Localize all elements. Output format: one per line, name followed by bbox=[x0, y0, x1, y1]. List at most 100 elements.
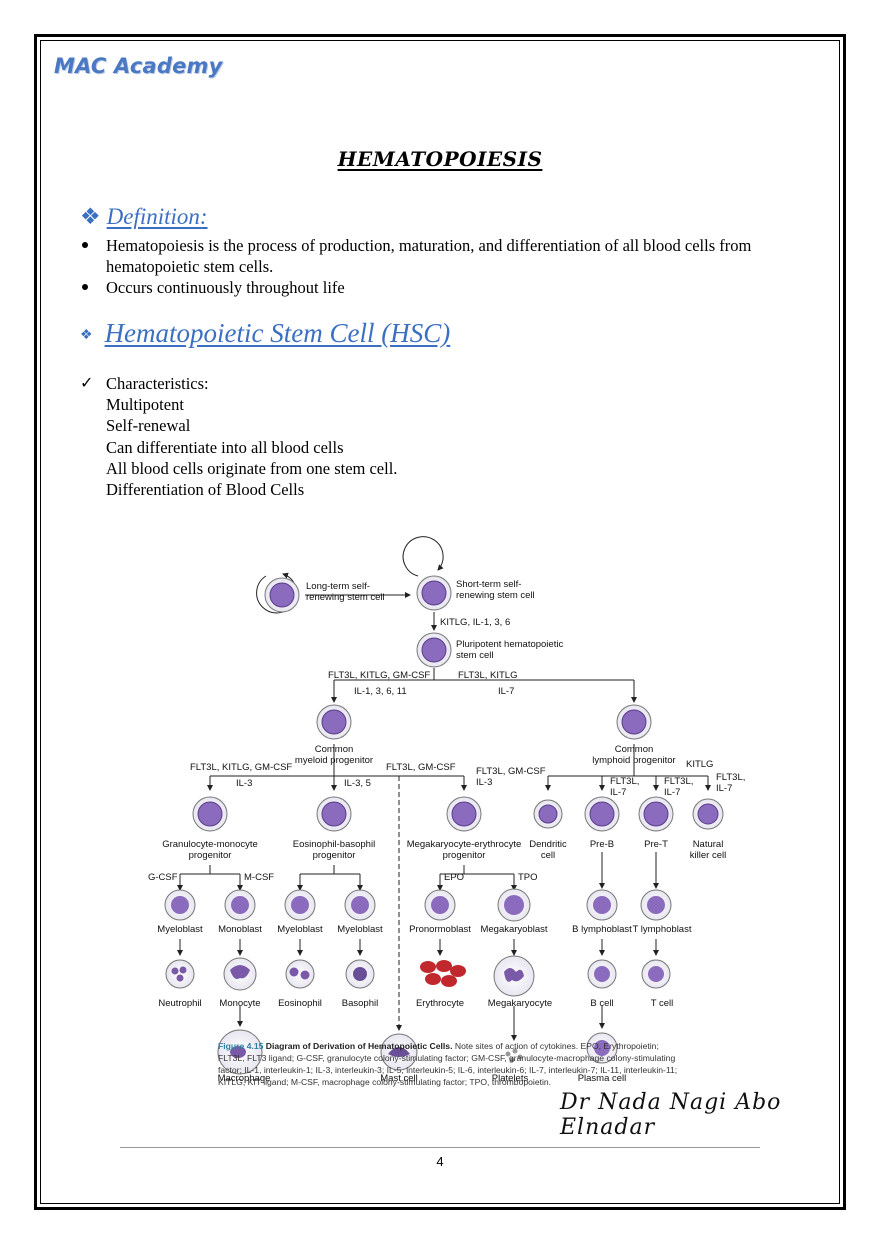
label-flt1-2: IL-7 bbox=[610, 787, 626, 798]
label-st-1: Short-term self- bbox=[456, 579, 521, 590]
label-b-cell: B cell bbox=[590, 998, 613, 1009]
label-megakaryoblast: Megakaryoblast bbox=[480, 924, 547, 935]
cell-icon bbox=[284, 889, 316, 921]
cell-icon bbox=[641, 959, 671, 989]
label-mep-2: progenitor bbox=[443, 850, 486, 861]
label-t-lymphoblast: T lymphoblast bbox=[633, 924, 692, 935]
cell-icon bbox=[640, 889, 672, 921]
label-megakaryocyte: Megakaryocyte bbox=[488, 998, 552, 1009]
page-title: Hematopoiesis bbox=[337, 147, 543, 171]
label-left-cyt-2: IL-1, 3, 6, 11 bbox=[354, 686, 407, 697]
page-border-inner bbox=[40, 40, 840, 1204]
label-lt-2: renewing stem cell bbox=[306, 592, 385, 603]
cell-icon bbox=[316, 796, 352, 832]
figure-caption: Figure 4.15 Diagram of Derivation of Hem… bbox=[218, 1040, 680, 1088]
label-epo: EPO bbox=[444, 872, 464, 883]
label-left-cyt-1: FLT3L, KITLG, GM-CSF bbox=[328, 670, 430, 681]
label-pronormoblast: Pronormoblast bbox=[409, 924, 471, 935]
label-b-lymphoblast: B lymphoblast bbox=[572, 924, 632, 935]
cell-icon bbox=[638, 796, 674, 832]
label-cmp-cyt4-1: FLT3L, GM-CSF bbox=[476, 766, 546, 777]
figure-label: Figure 4.15 bbox=[218, 1041, 264, 1051]
label-gmp-2: progenitor bbox=[189, 850, 232, 861]
brand-logo-text: MAC Academy bbox=[54, 54, 223, 78]
label-plasma-cell: Plasma cell bbox=[578, 1073, 627, 1084]
bullet-dot-icon bbox=[82, 284, 88, 290]
figure-caption-text: Note sites of action of cytokines. EPO, … bbox=[218, 1041, 678, 1087]
label-dc-1: Dendritic bbox=[529, 839, 567, 850]
label-ebp-2: progenitor bbox=[313, 850, 356, 861]
definition-list: Hematopoiesis is the process of producti… bbox=[80, 235, 820, 298]
label-gmp-1: Granulocyte-monocyte bbox=[162, 839, 258, 850]
hsc-heading: ❖Hematopoietic Stem Cell (HSC) bbox=[80, 318, 450, 349]
diamond-bullet-icon: ❖ bbox=[80, 328, 93, 344]
label-flt1-1: FLT3L, bbox=[610, 776, 639, 787]
label-tpo: TPO bbox=[518, 872, 538, 883]
cell-icon bbox=[616, 704, 652, 740]
cell-icon bbox=[424, 889, 456, 921]
figure-title: Diagram of Derivation of Hematopoietic C… bbox=[265, 1041, 453, 1051]
label-myeloblast-3: Myeloblast bbox=[337, 924, 383, 935]
label-monoblast: Monoblast bbox=[218, 924, 262, 935]
cell-icon bbox=[692, 798, 724, 830]
label-clp-2: lymphoid progenitor bbox=[592, 755, 675, 766]
list-item: Hematopoiesis is the process of producti… bbox=[80, 235, 820, 277]
self-renewal-arrow-icon bbox=[402, 536, 444, 577]
page-number: 4 bbox=[436, 1154, 444, 1169]
label-ebp-1: Eosinophil-basophil bbox=[293, 839, 375, 850]
label-myeloblast-2: Myeloblast bbox=[277, 924, 323, 935]
label-eosinophil: Eosinophil bbox=[278, 998, 322, 1009]
cell-icon bbox=[344, 889, 376, 921]
list-item: Differentiation of Blood Cells bbox=[106, 480, 305, 500]
cell-icons bbox=[164, 575, 724, 1075]
definition-heading: ❖Definition: bbox=[80, 204, 208, 230]
neutrophil-icon bbox=[165, 959, 195, 989]
macrophage-icon bbox=[217, 1029, 263, 1075]
monocyte-icon bbox=[223, 957, 257, 991]
label-myeloblast-1: Myeloblast bbox=[157, 924, 203, 935]
cell-icon bbox=[497, 888, 531, 922]
characteristics-label: Characteristics: bbox=[106, 374, 209, 393]
cell-icon bbox=[587, 959, 617, 989]
label-kitlg: KITLG, IL-1, 3, 6 bbox=[440, 617, 510, 628]
mast-cell-icon bbox=[380, 1033, 418, 1071]
list-item: Self-renewal bbox=[106, 416, 191, 436]
list-item: Occurs continuously throughout life bbox=[80, 277, 820, 298]
label-mcsf: M-CSF bbox=[244, 872, 274, 883]
label-gcsf: G-CSF bbox=[148, 872, 178, 883]
label-monocyte: Monocyte bbox=[219, 998, 260, 1009]
label-cmp-cyt1-2: IL-3 bbox=[236, 778, 252, 789]
diamond-bullet-icon: ❖ bbox=[80, 204, 101, 229]
label-flt2-2: IL-7 bbox=[664, 787, 680, 798]
label-cmp-2: myeloid progenitor bbox=[295, 755, 373, 766]
definition-heading-text: Definition: bbox=[106, 204, 208, 229]
cell-icon bbox=[164, 889, 196, 921]
label-flt3-2: IL-7 bbox=[716, 783, 732, 794]
label-right-cyt-1: FLT3L, KITLG bbox=[458, 670, 517, 681]
basophil-icon bbox=[345, 959, 375, 989]
label-right-cyt-2: IL-7 bbox=[498, 686, 514, 697]
page-border-outer bbox=[34, 34, 846, 1210]
author-signature: Dr Nada Nagi Abo Elnadar bbox=[560, 1090, 782, 1140]
bullet-dot-icon bbox=[82, 242, 88, 248]
label-mep-1: Megakaryocyte-erythrocyte bbox=[407, 839, 522, 850]
cell-icon bbox=[316, 704, 352, 740]
label-preb: Pre-B bbox=[590, 839, 614, 850]
eosinophil-icon bbox=[285, 959, 315, 989]
list-item: Multipotent bbox=[106, 395, 184, 415]
hematopoiesis-diagram: Long-term self- renewing stem cell Short… bbox=[148, 536, 745, 1084]
label-nk-1: Natural bbox=[693, 839, 724, 850]
label-clp-1: Common bbox=[615, 744, 654, 755]
label-flt3-1: FLT3L, bbox=[716, 772, 745, 783]
platelets-icon bbox=[505, 1048, 523, 1063]
label-cmp-cyt1-1: FLT3L, KITLG, GM-CSF bbox=[190, 762, 292, 773]
list-item: All blood cells originate from one stem … bbox=[106, 458, 398, 478]
label-kitlg2: KITLG bbox=[686, 759, 713, 770]
label-basophil: Basophil bbox=[342, 998, 378, 1009]
characteristics-list: Characteristics: Multipotent Self-renewa… bbox=[106, 373, 397, 500]
plasma-cell-icon bbox=[586, 1032, 618, 1064]
label-php-2: stem cell bbox=[456, 650, 493, 661]
footer-divider bbox=[120, 1147, 760, 1148]
label-lt-1: Long-term self- bbox=[306, 581, 370, 592]
label-pret: Pre-T bbox=[644, 839, 668, 850]
